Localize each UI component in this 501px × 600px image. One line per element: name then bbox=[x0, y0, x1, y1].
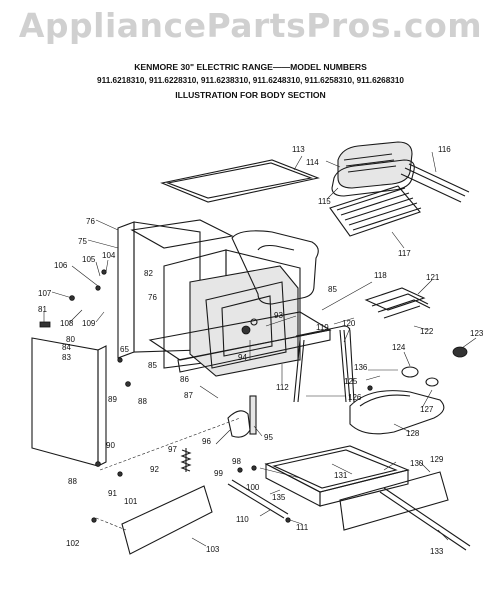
part-cooktop-panel bbox=[160, 159, 320, 203]
part-frame-base bbox=[148, 311, 332, 373]
part-rail-strip bbox=[379, 487, 471, 551]
label-86: 86 bbox=[180, 375, 189, 384]
label-128: 128 bbox=[406, 429, 420, 438]
part-bake-element bbox=[349, 390, 445, 435]
label-80: 80 bbox=[66, 335, 75, 344]
label-109: 109 bbox=[82, 319, 96, 328]
part-broil-element bbox=[364, 287, 431, 319]
model-numbers: 911.6218310, 911.6228310, 911.6238310, 9… bbox=[97, 76, 404, 85]
diagram-subtitle: ILLUSTRATION FOR BODY SECTION bbox=[175, 90, 326, 100]
label-100: 100 bbox=[246, 483, 260, 492]
label-127: 127 bbox=[420, 405, 434, 414]
label-99: 99 bbox=[214, 469, 223, 478]
label-97: 97 bbox=[168, 445, 177, 454]
label-89: 89 bbox=[108, 395, 117, 404]
diagram-title: KENMORE 30" ELECTRIC RANGE——MODEL NUMBER… bbox=[134, 62, 367, 72]
label-81: 81 bbox=[38, 305, 47, 314]
label-133: 133 bbox=[430, 547, 444, 556]
label-101: 101 bbox=[124, 497, 138, 506]
label-84: 84 bbox=[62, 343, 71, 352]
label-136: 136 bbox=[354, 363, 368, 372]
part-door-hinge bbox=[227, 395, 257, 438]
part-side-panel bbox=[117, 221, 201, 359]
label-121: 121 bbox=[426, 273, 440, 282]
label-108: 108 bbox=[60, 319, 74, 328]
part-door-gasket bbox=[293, 325, 355, 403]
label-83: 83 bbox=[62, 353, 71, 362]
label-117: 117 bbox=[398, 249, 411, 258]
part-drawer-rail bbox=[227, 479, 289, 519]
label-105: 105 bbox=[82, 255, 96, 264]
label-131: 131 bbox=[334, 471, 348, 480]
part-spring bbox=[180, 448, 192, 472]
label-124: 124 bbox=[392, 343, 406, 352]
label-96: 96 bbox=[202, 437, 211, 446]
label-123: 123 bbox=[470, 329, 484, 338]
label-82: 82 bbox=[144, 269, 153, 278]
label-95: 95 bbox=[264, 433, 273, 442]
part-oven-light bbox=[401, 366, 439, 387]
label-129: 129 bbox=[430, 455, 444, 464]
label-122: 122 bbox=[420, 327, 434, 336]
label-88a: 88 bbox=[138, 397, 147, 406]
part-oven-rack bbox=[329, 185, 422, 237]
label-112: 112 bbox=[276, 383, 289, 392]
leader-lines bbox=[43, 151, 477, 547]
label-107: 107 bbox=[38, 289, 52, 298]
label-126: 126 bbox=[348, 393, 362, 402]
label-116: 116 bbox=[438, 145, 451, 154]
part-kick-panel bbox=[121, 485, 213, 555]
label-87: 87 bbox=[184, 391, 193, 400]
label-125: 125 bbox=[344, 377, 358, 386]
watermark: AppliancePartsPros.com bbox=[18, 6, 483, 45]
label-110: 110 bbox=[236, 515, 249, 524]
label-85b: 85 bbox=[328, 285, 337, 294]
label-93: 93 bbox=[274, 311, 283, 320]
label-119: 119 bbox=[316, 323, 329, 332]
label-130: 130 bbox=[410, 459, 424, 468]
label-76b: 76 bbox=[148, 293, 157, 302]
label-75: 75 bbox=[78, 237, 87, 246]
part-oven-rails bbox=[400, 163, 470, 203]
part-fasteners bbox=[69, 269, 373, 523]
part-labels: 113 114 115 116 117 76 75 106 105 104 82… bbox=[38, 145, 484, 556]
label-118: 118 bbox=[374, 271, 387, 280]
label-120: 120 bbox=[342, 319, 356, 328]
label-106: 106 bbox=[54, 261, 68, 270]
part-hinge bbox=[39, 321, 51, 328]
label-104: 104 bbox=[102, 251, 116, 260]
part-storage-drawer bbox=[264, 445, 410, 507]
label-111: 111 bbox=[296, 523, 309, 532]
label-115: 115 bbox=[318, 197, 331, 206]
assembly-line bbox=[95, 417, 241, 531]
label-135: 135 bbox=[272, 493, 286, 502]
label-98: 98 bbox=[232, 457, 241, 466]
label-92: 92 bbox=[150, 465, 159, 474]
label-65: 65 bbox=[120, 345, 129, 354]
label-114: 114 bbox=[306, 158, 319, 167]
part-drawer-front bbox=[339, 471, 449, 531]
label-103: 103 bbox=[206, 545, 220, 554]
label-76a: 76 bbox=[86, 217, 95, 226]
part-vent-duct bbox=[231, 230, 319, 305]
label-113: 113 bbox=[292, 145, 305, 154]
label-91: 91 bbox=[108, 489, 117, 498]
part-broiler-pan bbox=[331, 141, 415, 197]
label-94: 94 bbox=[238, 353, 247, 362]
label-90: 90 bbox=[106, 441, 115, 450]
part-knob bbox=[452, 346, 468, 358]
part-control-area bbox=[130, 219, 234, 249]
part-oven-cavity bbox=[163, 249, 301, 377]
label-88b: 88 bbox=[68, 477, 77, 486]
label-102: 102 bbox=[66, 539, 80, 548]
label-85a: 85 bbox=[148, 361, 157, 370]
